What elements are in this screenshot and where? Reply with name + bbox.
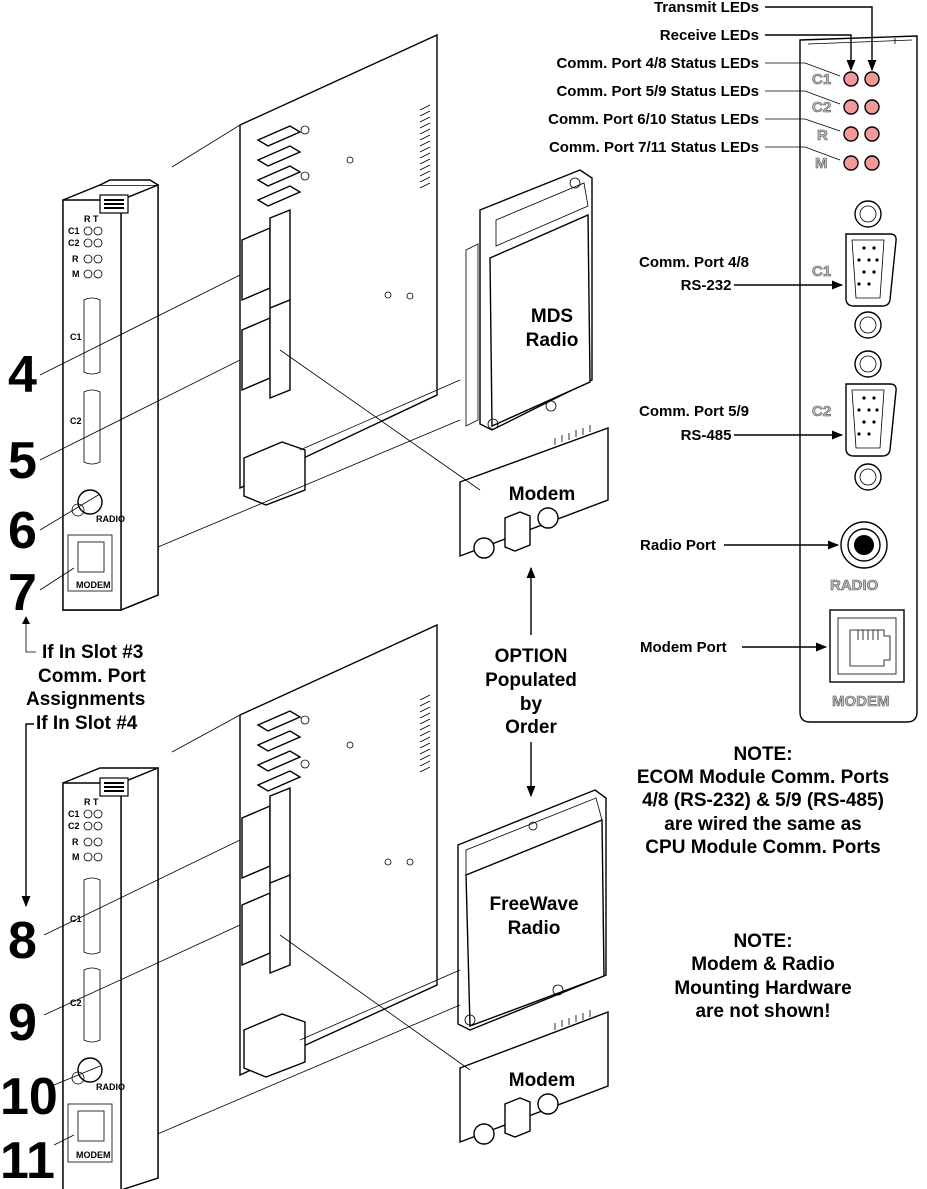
top-radio-label-2: Radio [526,330,579,351]
top-modem-label: Modem [509,484,576,505]
slot-legend: If In Slot #3 Comm. Port Assignments If … [21,616,146,908]
slot-legend-line1: If In Slot #3 [42,642,143,663]
transmit-led-c2 [864,99,880,115]
radio-port-jack: RADIO [830,521,888,594]
callout-port59-line1: Comm. Port 5/9 [639,403,749,420]
callout-receive-leds: Receive LEDs [660,27,759,44]
mini-top-conn-c2: C2 [70,416,82,426]
option-note-line2: Populated [485,670,577,691]
transmit-led-m [864,155,880,171]
slot-legend-line4: If In Slot #4 [36,713,138,734]
led-row-c2: C2 [812,99,880,116]
option-note-line1: OPTION [495,646,568,667]
mini-bottom-m: M [72,852,80,862]
bottom-radio-label-1: FreeWave [489,894,578,915]
mini-bottom-c1: C1 [68,809,80,819]
mini-bottom-modem: MODEM [76,1150,111,1160]
module-bottom: FreeWave Radio Modem R T C1 C2 R M [0,623,609,1189]
receive-led-r [843,126,859,142]
receive-led-c1 [843,71,859,87]
note1-line2: 4/8 (RS-232) & 5/9 (RS-485) [642,790,884,811]
modem-label: MODEM [832,693,890,710]
mini-bottom-conn-c1: C1 [70,914,82,924]
note2-line2: Mounting Hardware [674,978,851,999]
led-label-m: M [815,155,828,172]
callout-transmit-leds: Transmit LEDs [654,0,759,16]
mini-top-c2: C2 [68,238,80,248]
bottom-num-c: 10 [0,1068,58,1126]
db9-connector-c1: C1 [812,200,897,339]
conn-label-c1: C1 [812,263,831,280]
mini-top-radio: RADIO [96,514,125,524]
faceplate-detail: C1 C2 R M [799,35,918,723]
top-num-d: 7 [8,564,37,622]
note1-title: NOTE: [733,744,792,765]
transmit-led-r [864,126,880,142]
faceplate-callouts: Transmit LEDs Receive LEDs Comm. Port 4/… [548,0,877,656]
receive-led-c2 [843,99,859,115]
note2-line1: Modem & Radio [691,954,835,975]
radio-label: RADIO [830,577,879,594]
callout-radio-port: Radio Port [640,537,716,554]
bottom-num-b: 9 [8,994,37,1052]
mini-top-c1: C1 [68,226,80,236]
mini-top-conn-c1: C1 [70,332,82,342]
bottom-num-a: 8 [8,912,37,970]
note1-line4: CPU Module Comm. Ports [645,837,880,858]
option-note: OPTION Populated by Order [485,566,577,798]
note2-title: NOTE: [733,931,792,952]
modem-port-jack: MODEM [829,609,905,710]
callout-port48-status: Comm. Port 4/8 Status LEDs [556,55,759,72]
top-num-a: 4 [8,346,37,404]
slot-legend-line3: Assignments [26,689,145,710]
slot-legend-line2: Comm. Port [38,666,146,687]
callout-port48-line2: RS-232 [681,277,732,294]
top-num-c: 6 [8,502,37,560]
bottom-num-d: 11 [0,1132,55,1189]
callout-port711-status: Comm. Port 7/11 Status LEDs [549,139,759,156]
conn-label-c2: C2 [812,403,831,420]
mini-bottom-rt: R T [84,797,99,807]
top-radio-label-1: MDS [531,306,573,327]
callout-port610-status: Comm. Port 6/10 Status LEDs [548,111,759,128]
option-note-line3: by [520,694,543,715]
mini-top-m: M [72,269,80,279]
callout-port59-status: Comm. Port 5/9 Status LEDs [556,83,759,100]
mini-bottom-r: R [72,837,79,847]
callout-port59-line2: RS-485 [681,427,732,444]
mini-bottom-c2: C2 [68,821,80,831]
module-top: MDS Radio Modem R T C1 C2 R M [8,33,609,622]
callout-modem-port: Modem Port [640,639,727,656]
mini-bottom-radio: RADIO [96,1082,125,1092]
led-row-m: M [815,155,880,172]
callout-port48-line1: Comm. Port 4/8 [639,254,749,271]
led-label-c1: C1 [812,71,831,88]
note1-line3: are wired the same as [664,814,862,835]
note-comm-ports: NOTE: ECOM Module Comm. Ports 4/8 (RS-23… [637,744,889,858]
mini-bottom-conn-c2: C2 [70,998,82,1008]
led-label-c2: C2 [812,99,831,116]
receive-led-m [843,155,859,171]
led-row-r: R [817,126,880,144]
led-row-c1: C1 [812,71,880,88]
note2-line3: are not shown! [695,1001,830,1022]
transmit-led-c1 [864,71,880,87]
mini-top-modem: MODEM [76,580,111,590]
note-mounting-hardware: NOTE: Modem & Radio Mounting Hardware ar… [674,931,851,1022]
mini-top-r: R [72,254,79,264]
bottom-modem-label: Modem [509,1070,576,1091]
led-label-r: R [817,127,828,144]
bottom-radio-label-2: Radio [508,918,561,939]
option-note-line4: Order [505,717,557,738]
top-num-b: 5 [8,432,37,490]
mini-top-rt: R T [84,214,99,224]
db9-connector-c2: C2 [812,350,897,491]
note1-line1: ECOM Module Comm. Ports [637,767,889,788]
